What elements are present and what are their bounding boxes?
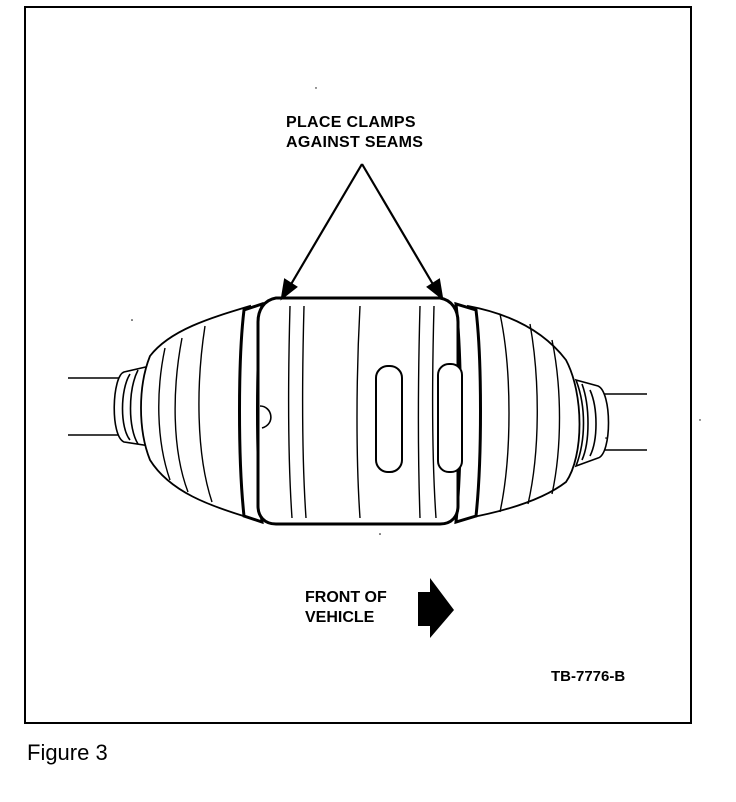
converter-body bbox=[256, 296, 460, 526]
right-collar bbox=[574, 378, 610, 468]
scan-speckles bbox=[131, 87, 701, 535]
figure-frame bbox=[24, 6, 692, 724]
body-slots bbox=[375, 363, 463, 473]
right-pipe bbox=[598, 393, 647, 451]
front-arrow-icon bbox=[418, 578, 454, 638]
callout-line-2: AGAINST SEAMS bbox=[286, 134, 424, 151]
front-line-1: FRONT OF bbox=[305, 589, 387, 606]
left-cone bbox=[140, 304, 251, 520]
figure-caption: Figure 3 bbox=[27, 740, 108, 765]
callout-arrows bbox=[280, 163, 444, 301]
callout-line-1: PLACE CLAMPS bbox=[286, 114, 416, 131]
front-line-2: VEHICLE bbox=[305, 609, 375, 626]
clamp-callout-label: PLACE CLAMPS AGAINST SEAMS bbox=[286, 113, 423, 153]
right-cone bbox=[467, 304, 581, 520]
front-of-vehicle-label: FRONT OF VEHICLE bbox=[305, 588, 387, 628]
left-pipe bbox=[68, 377, 124, 436]
figure-code: TB-7776-B bbox=[551, 668, 626, 685]
